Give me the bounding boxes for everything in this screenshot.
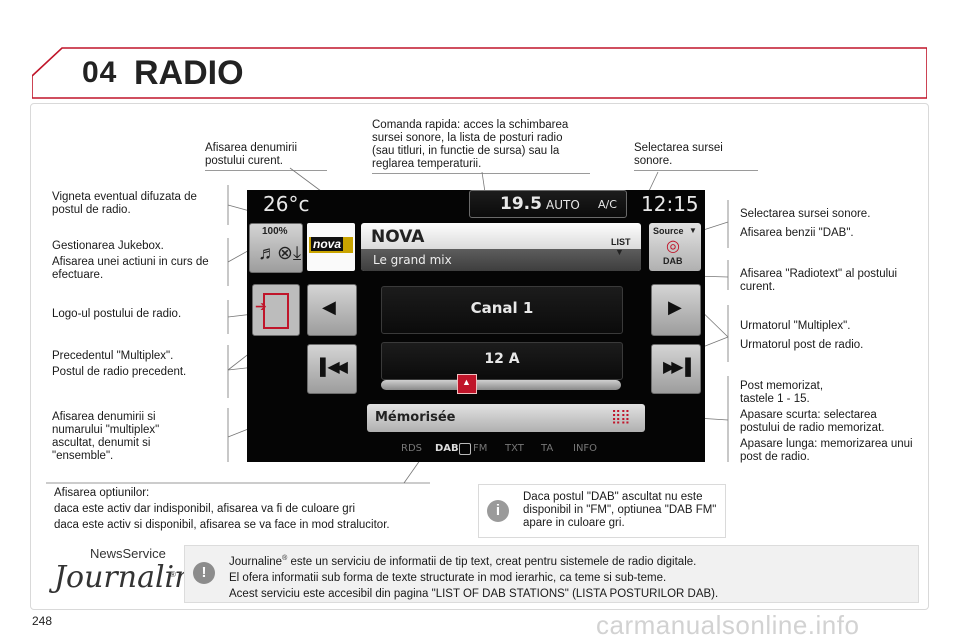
journaline-logo-top: NewsService [90, 546, 166, 561]
warning-icon: ! [193, 562, 215, 584]
info-note-text: Daca postul "DAB" ascultat nu este dispo… [523, 491, 717, 529]
annotation-station-name: Afisarea denumirii postului curent. [205, 142, 327, 171]
logo-enter-icon: ➔ [255, 298, 267, 314]
annotation-multiplex-name: Afisarea denumirii si numarului "multipl… [52, 411, 160, 462]
annotation-radiotext: Afisarea "Radiotext" al postului curent. [740, 268, 898, 293]
ac-label: A/C [598, 198, 617, 211]
ensemble-name: 12 A [484, 351, 520, 367]
ensemble-panel: 12 A [381, 342, 623, 380]
triangle-left-icon: ◀ [322, 297, 336, 317]
list-arrow-icon: ▼ [615, 247, 624, 257]
station-logo-text: nova [311, 237, 344, 251]
annotation-quick-command: Comanda rapida: acces la schimbarea surs… [372, 119, 590, 174]
station-name: NOVA [371, 227, 425, 247]
annotation-previous: Precedentul "Multiplex". Postul de radio… [52, 350, 187, 378]
temperature-display: 26°c [263, 192, 310, 216]
previous-station-button[interactable]: ▌◀◀ [307, 344, 357, 394]
annotation-next: Urmatorul "Multiplex". Urmatorul post de… [740, 320, 864, 351]
info-note-box: i Daca postul "DAB" ascultat nu este dis… [478, 484, 726, 538]
triangle-right-icon: ▶ [668, 297, 682, 317]
source-arrow-icon: ▼ [689, 226, 697, 235]
option-ta[interactable]: TA [541, 443, 554, 454]
option-dab[interactable]: DAB [435, 443, 459, 454]
journaline-text: Journaline® este un serviciu de informat… [229, 555, 719, 600]
chapter-title: RADIO [134, 54, 244, 92]
option-fm[interactable]: FM [473, 443, 488, 454]
preset-bar[interactable]: Mémorisée ⣿⣿ [367, 404, 645, 432]
memorise-label: Mémorisée [375, 410, 456, 425]
station-logo-tile: ➔ [252, 284, 300, 336]
up-arrow-icon: ▲ [462, 377, 471, 387]
clock: 12:15 [641, 192, 699, 216]
preset-grid-icon: ⣿⣿ [611, 408, 630, 424]
tuning-slider[interactable] [381, 380, 621, 390]
info-icon: i [487, 500, 509, 522]
annotation-preset: Post memorizat, tastele 1 - 15. Apasare … [740, 380, 913, 463]
auto-label: AUTO [546, 198, 580, 212]
watermark: carmanualsonline.info [596, 610, 860, 640]
option-txt[interactable]: TXT [505, 443, 524, 454]
jukebox-icon: ♬⊗⤓ [258, 243, 302, 264]
journaline-info-box: ! Journaline® este un serviciu de inform… [184, 545, 919, 603]
annotation-source-select-right: Selectarea sursei sonore. Afisarea benzi… [740, 208, 871, 239]
annotation-vignette: Vigneta eventual difuzata de postul de r… [52, 191, 197, 216]
annotation-source-select-top: Selectarea sursei sonore. [634, 142, 758, 171]
chapter-number: 04 [82, 56, 118, 89]
annotation-options: Afisarea optiunilor: daca este activ dar… [54, 487, 390, 531]
radiotext: Le grand mix [373, 253, 452, 267]
volume-percent: 100% [262, 226, 288, 237]
jukebox-button[interactable]: 100% ♬⊗⤓ [249, 223, 303, 273]
options-footer: RDS DAB FM TXT TA INFO [401, 443, 641, 457]
skip-forward-icon: ▶▶▐ [663, 359, 691, 376]
content-frame [30, 103, 929, 610]
source-label: Source [653, 226, 684, 236]
tuning-slider-handle[interactable]: ▲ [457, 374, 477, 394]
climate-quick-command[interactable]: 19.5 AUTO A/C [469, 190, 627, 218]
station-vignette: nova [307, 223, 355, 271]
next-station-button[interactable]: ▶▶▐ [651, 344, 701, 394]
page-number: 248 [32, 614, 53, 628]
option-info[interactable]: INFO [573, 443, 598, 454]
option-rds[interactable]: RDS [401, 443, 422, 454]
multiplex-name: Canal 1 [470, 299, 534, 317]
radio-screen: 26°c 19.5 AUTO A/C 12:15 100% ♬⊗⤓ nova N… [247, 190, 705, 462]
previous-multiplex-button[interactable]: ◀ [307, 284, 357, 336]
next-multiplex-button[interactable]: ▶ [651, 284, 701, 336]
dab-fm-link-icon [459, 443, 471, 455]
multiplex-name-panel: Canal 1 [381, 286, 623, 334]
skip-back-icon: ▌◀◀ [320, 359, 348, 376]
chapter-header-frame [32, 47, 927, 99]
temp-setpoint: 19.5 [500, 194, 542, 214]
dab-band-label: DAB [663, 256, 683, 266]
annotation-station-logo: Logo-ul postului de radio. [52, 308, 182, 320]
journaline-logo: NewsService Journaline ® [54, 546, 212, 595]
station-info-bar[interactable]: NOVA Le grand mix LIST ▼ [361, 223, 641, 271]
source-button[interactable]: Source ▼ ◎ DAB [649, 223, 701, 271]
dab-antenna-icon: ◎ [666, 238, 680, 255]
list-label[interactable]: LIST [611, 237, 631, 247]
annotation-jukebox: Gestionarea Jukebox. Afisarea unei actiu… [52, 240, 209, 281]
